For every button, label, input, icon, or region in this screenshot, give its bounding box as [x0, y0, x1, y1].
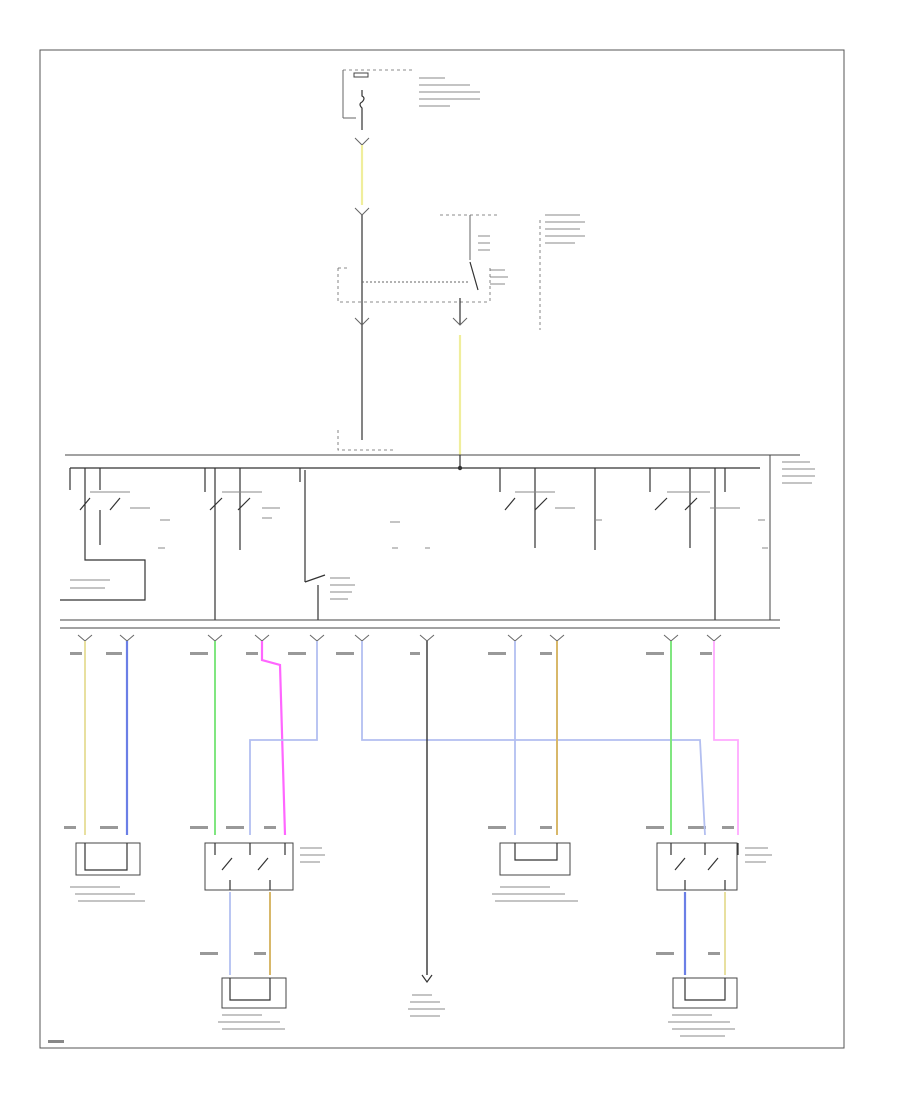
- fuse-block-label-box: [353, 72, 369, 78]
- switch-group-driver: [60, 468, 170, 601]
- diagram-frame: [39, 49, 845, 1049]
- switch-group-left-rear: [204, 468, 301, 620]
- reference-mark: [48, 1040, 64, 1043]
- motor-icon: [492, 842, 578, 902]
- switch-icon: [221, 857, 269, 871]
- main-bus: [65, 454, 815, 620]
- connector-icon: [77, 634, 722, 642]
- switch-group-right-rear: [649, 468, 768, 620]
- ground-icon: [408, 974, 445, 1017]
- wire-light-blue-left-rear: [249, 641, 318, 835]
- fuse-icon: [359, 90, 365, 130]
- relay-section: [337, 214, 585, 455]
- wire-light-blue-crossover: [361, 641, 706, 836]
- switch-icon: [674, 857, 719, 871]
- lockout-switch: [304, 470, 430, 620]
- motor-icon: [70, 842, 145, 902]
- switch-group-passenger: [499, 468, 602, 550]
- fuse-block-section: [342, 69, 480, 270]
- switch-icon: [504, 497, 548, 511]
- harness-wires: [64, 634, 739, 975]
- right-rear-window-switch: [656, 842, 772, 891]
- wire-light-pink-right-rear: [713, 641, 739, 835]
- switch-icon: [654, 497, 698, 511]
- module-switches: [60, 468, 780, 629]
- window-motors: [70, 842, 772, 1037]
- motor-icon: [218, 977, 287, 1030]
- motor-icon: [668, 977, 738, 1037]
- connector-icon: [354, 317, 468, 326]
- switch-icon: [209, 497, 251, 511]
- left-rear-window-switch: [204, 842, 325, 891]
- switch-icon: [361, 261, 479, 298]
- wire-pink-left-rear: [260, 641, 287, 836]
- switch-icon: [79, 497, 121, 545]
